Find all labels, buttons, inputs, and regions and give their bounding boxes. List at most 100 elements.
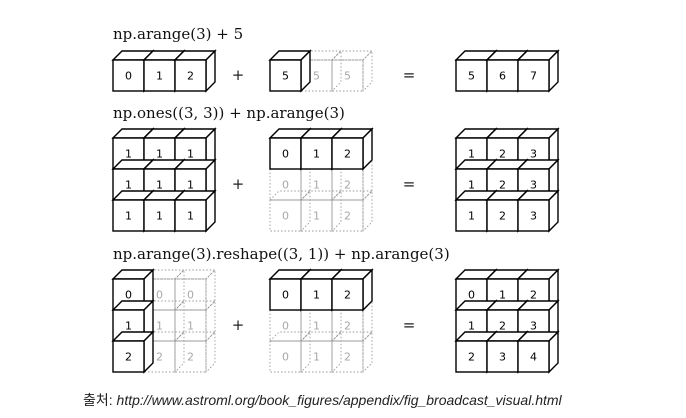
row3-array-b-cell-value: 2 <box>344 289 351 302</box>
row1-array-b-cell-side <box>331 49 342 93</box>
row2-array-result-cell-value: 2 <box>499 210 506 223</box>
row3-array-a-cell-value: 0 <box>125 289 132 302</box>
row3-array-result-cell-value: 2 <box>530 289 537 302</box>
row3-array-a-cell-side <box>174 330 185 374</box>
row1-array-b-cell-value: 5 <box>313 70 320 83</box>
row3-array-b-cell-value: 2 <box>344 320 351 333</box>
row3-array-b-cell-value: 0 <box>282 289 289 302</box>
row3-array-result-cell-value: 1 <box>499 289 506 302</box>
row3-array-result-cell-value: 2 <box>499 320 506 333</box>
row2-array-a-cell-value: 1 <box>125 148 132 161</box>
row2-array-b-cell-value: 1 <box>313 210 320 223</box>
row1-array-a-cell-value: 1 <box>156 70 163 83</box>
row1-array-result-cell-value: 7 <box>530 70 537 83</box>
row2-array-b-cell-top <box>268 190 312 201</box>
source-prefix: 출처: <box>83 392 117 408</box>
row1-array-b-cell-value: 5 <box>282 70 289 83</box>
row3-equals-sign: = <box>403 316 416 334</box>
row3-array-b-cell-top <box>268 331 312 342</box>
row3-array-a-cell-value: 0 <box>156 289 163 302</box>
row2-array-b-cell <box>331 199 364 232</box>
row3-array-a-cell-value: 2 <box>187 351 194 364</box>
row2-array-b-cell-value: 0 <box>282 179 289 192</box>
row2-array-b-cell-value: 1 <box>313 148 320 161</box>
row3-array-b-cell-value: 1 <box>313 351 320 364</box>
row3-array-a-cell-top <box>173 300 217 311</box>
row3-array-a-cell-value: 2 <box>156 351 163 364</box>
row1-array-a-cell <box>143 59 176 92</box>
row2-array-b-cell-value: 2 <box>344 148 351 161</box>
row3-array-b-cell-value: 2 <box>344 351 351 364</box>
row3-array-a-cell-value: 1 <box>187 320 194 333</box>
row2-array-b-cell-value: 1 <box>313 179 320 192</box>
row3-array-b-cell-value: 0 <box>282 351 289 364</box>
row3-array-a-cell-value: 1 <box>156 320 163 333</box>
row3-array-a-cell-side <box>205 268 216 312</box>
row3-array-b-cell-side <box>331 330 342 374</box>
row3-array-result-cell <box>517 340 550 373</box>
row2-array-result-cell-value: 1 <box>468 179 475 192</box>
row2-array-result-cell-value: 3 <box>530 148 537 161</box>
row2-array-result-cell-value: 1 <box>468 210 475 223</box>
row3-array-result-cell-value: 0 <box>468 289 475 302</box>
row3-array-b-cell-top <box>330 331 374 342</box>
row2-array-a-cell-value: 1 <box>156 148 163 161</box>
row3-array-a-cell-side <box>174 268 185 312</box>
row2-array-b-cell-value: 2 <box>344 210 351 223</box>
row2-array-result-cell-value: 2 <box>499 179 506 192</box>
row1-array-result-cell <box>455 59 488 92</box>
row2-array-b-cell-value: 0 <box>282 210 289 223</box>
row2-array-b-cell-top <box>330 190 374 201</box>
row1-array-b-cell-value: 5 <box>344 70 351 83</box>
row2-array-b-cell-side <box>362 189 373 233</box>
row3-array-b-cell-value: 0 <box>282 320 289 333</box>
row1-array-a-cell-value: 2 <box>187 70 194 83</box>
row3-array-a-cell-top <box>173 331 217 342</box>
row2-array-b-cell-side <box>331 189 342 233</box>
row1-array-b-cell-side <box>362 49 373 93</box>
row3-array-b-cell-side <box>362 330 373 374</box>
row2-array-result-cell-value: 3 <box>530 179 537 192</box>
row2-array-b-cell-value: 2 <box>344 179 351 192</box>
row3-array-b-cell-value: 1 <box>313 289 320 302</box>
row3-array-a-cell-side <box>205 330 216 374</box>
row1-array-b-cell-top <box>330 50 374 61</box>
row2-title: np.ones((3, 3)) + np.arange(3) <box>113 104 345 122</box>
row2-array-a-cell <box>174 199 207 232</box>
row2-plus-sign: + <box>232 175 245 193</box>
row3-array-a-cell-value: 2 <box>125 351 132 364</box>
row2-array-a-cell-value: 1 <box>125 179 132 192</box>
row2-array-a-cell-value: 1 <box>156 210 163 223</box>
row2-array-a-cell-value: 1 <box>187 148 194 161</box>
row2-array-b-cell-side <box>300 189 311 233</box>
row3-array-b-cell <box>300 278 333 311</box>
row3-array-a-cell <box>112 340 145 373</box>
row1-array-b-cell <box>269 59 302 92</box>
row2-array-a-cell <box>112 199 145 232</box>
row2-array-a-cell-value: 1 <box>187 179 194 192</box>
row1-title: np.arange(3) + 5 <box>113 25 244 43</box>
row2-array-a-cell-value: 1 <box>125 210 132 223</box>
row3-array-result-cell-value: 1 <box>468 320 475 333</box>
row3-array-b-cell-value: 1 <box>313 320 320 333</box>
row3-array-a-cell-value: 0 <box>187 289 194 302</box>
source-link[interactable]: http://www.astroml.org/book_figures/appe… <box>116 392 562 408</box>
row3-array-a-cell <box>174 340 207 373</box>
row3-title: np.arange(3).reshape((3, 1)) + np.arange… <box>113 245 450 263</box>
row3-array-result-cell-value: 3 <box>530 320 537 333</box>
row3-array-result-cell-value: 3 <box>499 351 506 364</box>
row3-array-result-cell <box>455 340 488 373</box>
row2-array-b-cell <box>300 137 333 170</box>
row2-array-a-cell-value: 1 <box>156 179 163 192</box>
row2-array-b-cell-top <box>299 190 343 201</box>
row2-array-b-cell-value: 0 <box>282 148 289 161</box>
row3-array-a-cell-value: 1 <box>125 320 132 333</box>
row3-array-a-cell-top <box>173 269 217 280</box>
row3-plus-sign: + <box>232 316 245 334</box>
row1-plus-sign: + <box>232 66 245 84</box>
row3-array-b-cell <box>269 278 302 311</box>
row1-equals-sign: = <box>403 66 416 84</box>
row3-array-a-cell-side <box>174 299 185 343</box>
